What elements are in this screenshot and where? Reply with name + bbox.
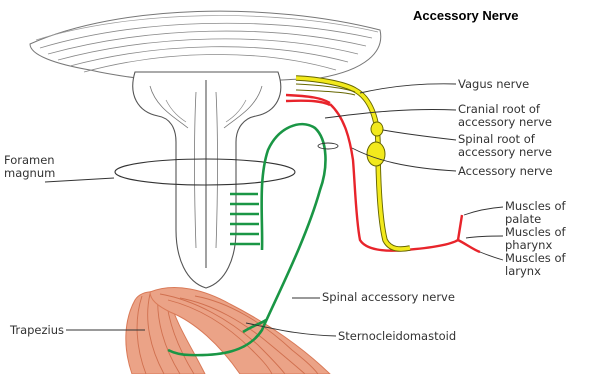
label-palate-line1: Muscles of	[505, 199, 566, 213]
label-palate-line2: palate	[505, 212, 541, 226]
label-larynx-line2: larynx	[505, 264, 541, 278]
inferior-vagal-ganglion	[367, 142, 385, 166]
brainstem	[133, 72, 281, 288]
label-cranial-root-line2: accessory nerve	[458, 115, 552, 129]
label-pharynx-line2: pharynx	[505, 238, 552, 252]
label-accessory-nerve: Accessory nerve	[458, 164, 553, 178]
label-spinal-accessory-nerve: Spinal accessory nerve	[322, 290, 455, 304]
label-trapezius: Trapezius	[9, 323, 64, 337]
label-spinal-root-line2: accessory nerve	[458, 145, 552, 159]
superior-vagal-ganglion	[371, 122, 383, 136]
label-foramen-line1: Foramen	[4, 153, 55, 167]
label-larynx-line1: Muscles of	[505, 251, 566, 265]
label-cranial-root-line1: Cranial root of	[458, 102, 541, 116]
label-sternocleidomastoid: Sternocleidomastoid	[338, 329, 456, 343]
label-spinal-root-line1: Spinal root of	[458, 132, 536, 146]
label-vagus-nerve: Vagus nerve	[458, 77, 529, 91]
label-pharynx-line1: Muscles of	[505, 225, 566, 239]
label-foramen-line2: magnum	[4, 166, 55, 180]
figure-title: Accessory Nerve	[413, 8, 519, 23]
